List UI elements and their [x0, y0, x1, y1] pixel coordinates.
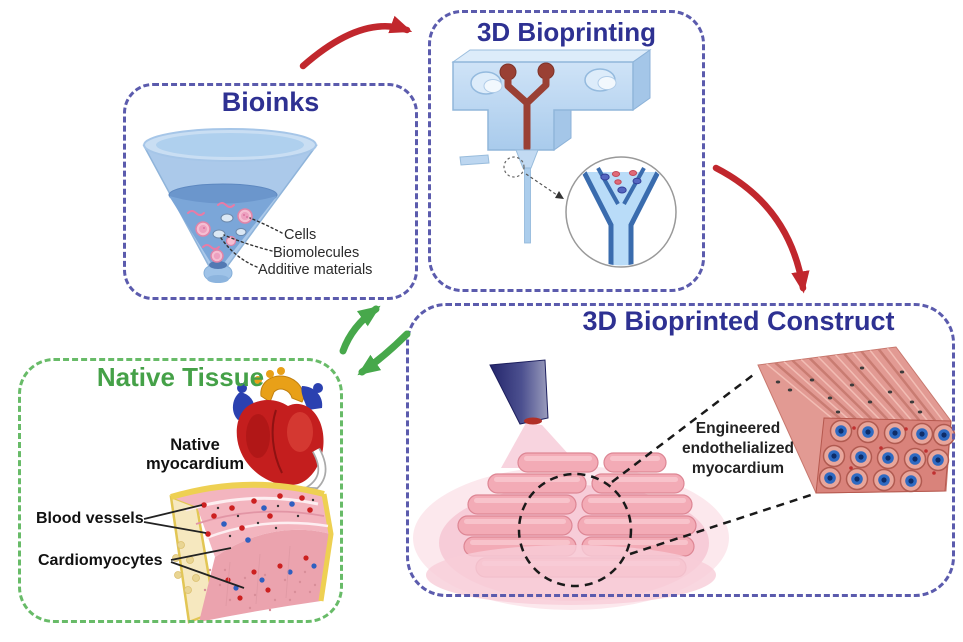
cells-icon	[195, 208, 253, 263]
bioprinting-title: 3D Bioprinting	[476, 17, 657, 47]
bioprinted-construct-title: 3D Bioprinted Construct	[582, 306, 895, 336]
blood-vessel-dots	[201, 493, 313, 601]
bioprinted-construct-panel	[406, 303, 955, 597]
biomolecules-icon	[187, 202, 235, 250]
magnifier-leader-lines	[611, 371, 815, 556]
inset-cells	[600, 170, 642, 194]
heart-icon	[232, 367, 324, 486]
bioink-funnel-illustration	[142, 128, 318, 283]
engineered-myocardium-label: Engineered endothelialized myocardium	[682, 420, 794, 478]
bioprinting-panel	[428, 10, 705, 292]
inset-pointer-arrow	[525, 173, 564, 199]
bioinks-panel	[123, 83, 418, 300]
fiber-bundle-illustration	[757, 346, 956, 494]
blood-vessels-label: Blood vessels	[36, 510, 144, 527]
microfluidic-printhead-illustration	[451, 49, 677, 268]
printhead-holes	[470, 68, 617, 95]
myocardium-tissue-block	[143, 481, 334, 624]
native-myocardium-label: Native myocardium	[145, 436, 245, 473]
native-tissue-panel	[18, 358, 343, 623]
channel-inset-illustration	[565, 156, 677, 268]
bioprinted-construct-illustration	[413, 346, 956, 610]
additive-materials-label: Additive materials	[258, 262, 373, 278]
biomolecules-label: Biomolecules	[273, 245, 360, 261]
printer-nozzle-icon	[489, 359, 549, 425]
native-tissue-title: Native Tissue	[96, 362, 265, 392]
nozzle-zoom-circle	[503, 156, 525, 178]
cells-label: Cells	[284, 227, 317, 243]
additive-materials-icon	[212, 213, 247, 239]
bioink-leader-lines	[220, 217, 283, 268]
y-channel-icon	[499, 62, 555, 152]
bioinks-title: Bioinks	[221, 87, 320, 117]
tissue-leader-lines	[143, 504, 245, 589]
cardiomyocytes-label: Cardiomyocytes	[38, 552, 163, 569]
magnified-region-circle	[517, 472, 633, 588]
endothelialized-channels	[818, 419, 956, 493]
